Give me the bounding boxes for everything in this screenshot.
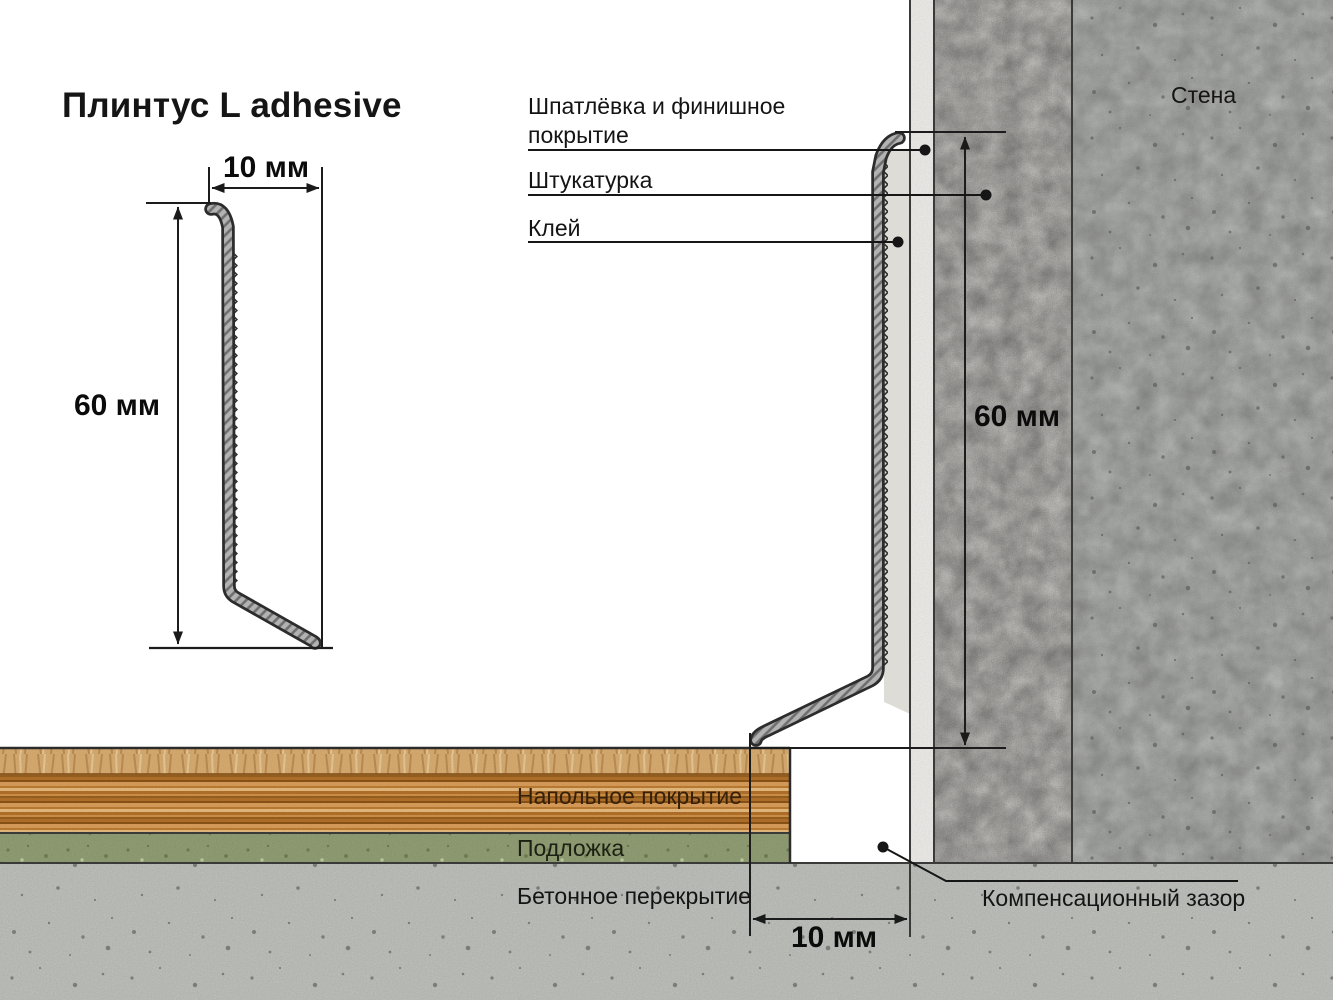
label-concrete-slab: Бетонное перекрытие bbox=[517, 883, 751, 909]
label-underlay: Подложка bbox=[517, 835, 625, 861]
profile-width-dimension: 10 мм bbox=[222, 151, 310, 184]
label-plaster: Штукатурка bbox=[528, 167, 653, 193]
glue-layer bbox=[884, 150, 910, 714]
plaster-layer bbox=[934, 0, 1072, 863]
label-putty-line2: покрытие bbox=[528, 122, 629, 148]
label-putty-line1: Шпатлёвка и финишное bbox=[528, 93, 786, 119]
layer-boundary-lines bbox=[0, 0, 1333, 937]
wall-layer bbox=[1072, 0, 1333, 863]
installation-height-dimension: 60 мм bbox=[973, 400, 1061, 433]
underlay-layer bbox=[0, 833, 790, 863]
label-floor-covering: Напольное покрытие bbox=[517, 783, 743, 809]
annotation-leaders bbox=[528, 144, 1238, 882]
installed-profile bbox=[749, 131, 906, 747]
floor-covering-layer bbox=[0, 748, 790, 833]
label-wall: Стена bbox=[1171, 82, 1237, 108]
gap-width-dimension: 10 мм bbox=[790, 921, 878, 954]
label-glue: Клей bbox=[528, 215, 581, 241]
profile-dimension-lines bbox=[146, 167, 333, 650]
profile-height-dimension: 60 мм bbox=[73, 389, 161, 422]
putty-layer bbox=[910, 0, 934, 863]
page-title: Плинтус L adhesive bbox=[62, 86, 402, 125]
installation-dimension-lines bbox=[749, 131, 1006, 936]
label-expansion-gap: Компенсационный зазор bbox=[982, 885, 1246, 911]
concrete-slab-layer bbox=[0, 863, 1333, 1000]
profile-cross-section bbox=[204, 201, 322, 650]
